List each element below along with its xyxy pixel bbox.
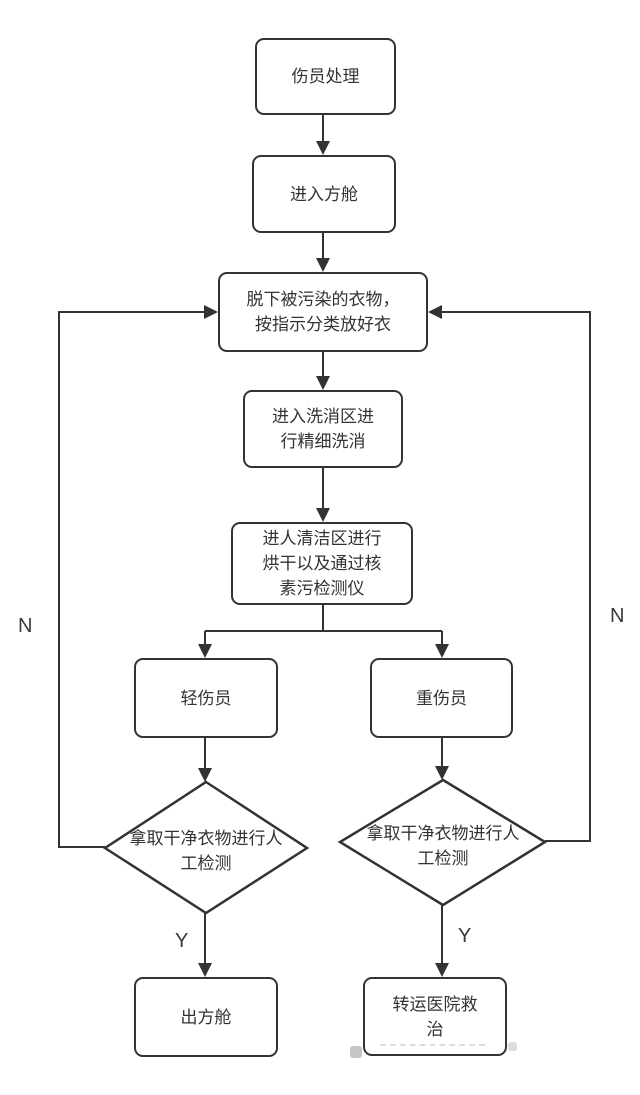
node-hospital-line2: 治 [426, 1019, 444, 1039]
node-washing-line1: 进入洗消区进 [272, 407, 374, 426]
node-clean-area: 进人清洁区进行 烘干以及通过核 素污检测仪 [231, 522, 413, 605]
node-hospital: 转运医院救 治 [363, 977, 507, 1056]
arrowhead [316, 508, 330, 522]
node-start: 伤员处理 [255, 38, 396, 115]
node-exit-cabin: 出方舱 [134, 977, 278, 1057]
arrowhead [198, 768, 212, 782]
arrowhead [435, 766, 449, 780]
node-heavy-injury: 重伤员 [370, 658, 513, 738]
node-clean-area-line2: 烘干以及通过核 [262, 554, 382, 573]
node-remove-clothes-line2: 按指示分类放好衣 [255, 315, 391, 334]
loop-right-no [442, 311, 591, 842]
watermark-remnant [350, 1040, 520, 1060]
node-heavy-injury-label: 重伤员 [416, 688, 467, 708]
edge-label-right-yes: Y [458, 925, 472, 947]
arrowhead [435, 644, 449, 658]
arrowhead [428, 305, 442, 319]
node-hospital-line1: 转运医院救 [392, 994, 478, 1014]
check-right-line2: 工检测 [417, 848, 469, 868]
arrowhead [316, 258, 330, 272]
edge-label-left-no: N [18, 615, 33, 637]
node-enter-cabin-label: 进入方舱 [290, 184, 358, 204]
node-light-injury-label: 轻伤员 [180, 688, 232, 708]
decision-diamond-left [102, 780, 310, 915]
node-remove-clothes: 脱下被污染的衣物， 按指示分类放好衣 [218, 272, 428, 352]
edge-label-right-no: N [610, 605, 625, 627]
node-remove-clothes-line1: 脱下被污染的衣物， [246, 290, 400, 309]
arrowhead [198, 644, 212, 658]
node-washing-line2: 行精细洗消 [280, 432, 366, 451]
node-clean-area-line1: 进人清洁区进行 [262, 529, 382, 548]
node-start-label: 伤员处理 [291, 67, 360, 86]
decision-diamond-right [337, 778, 548, 907]
arrowhead [316, 376, 330, 390]
node-exit-cabin-label: 出方舱 [180, 1007, 232, 1027]
arrowhead [198, 963, 212, 977]
node-clean-area-line3: 素污检测仪 [279, 579, 365, 598]
arrowhead [204, 305, 218, 319]
node-enter-cabin: 进入方舱 [252, 155, 396, 233]
decision-check-left-text: 拿取干净衣物进行人 工检测 [106, 823, 306, 878]
node-washing: 进入洗消区进 行精细洗消 [243, 390, 403, 468]
decision-check-right-text: 拿取干净衣物进行人 工检测 [343, 818, 543, 873]
check-right-line1: 拿取干净衣物进行人 [366, 823, 520, 843]
check-left-line2: 工检测 [180, 853, 232, 873]
loop-left-no [58, 311, 204, 848]
arrowhead [316, 141, 330, 155]
node-light-injury: 轻伤员 [134, 658, 278, 738]
arrowhead [435, 963, 449, 977]
check-left-line1: 拿取干净衣物进行人 [129, 828, 283, 848]
edge-label-left-yes: Y [175, 930, 189, 952]
